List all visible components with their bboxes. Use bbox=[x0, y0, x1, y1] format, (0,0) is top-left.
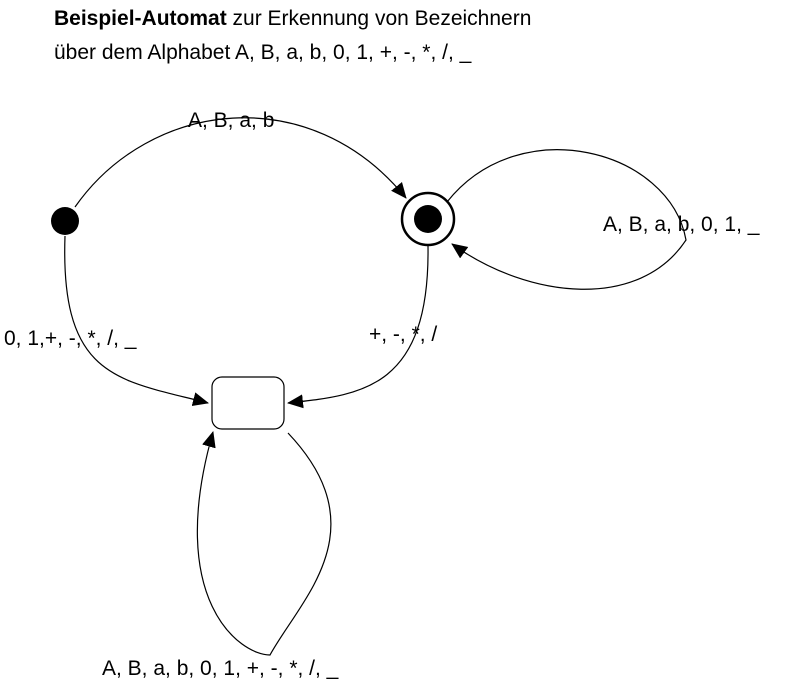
error-state bbox=[211, 376, 285, 430]
title-line-2: über dem Alphabet A, B, a, b, 0, 1, +, -… bbox=[54, 41, 472, 64]
label-start-to-error: 0, 1,+, -, *, /, _ bbox=[4, 327, 137, 350]
title-rest: zur Erkennung von Bezeichnern bbox=[226, 7, 532, 30]
edge-start-to-error bbox=[64, 235, 209, 406]
edge-start-to-accept bbox=[74, 117, 407, 208]
label-accept-to-error: +, -, *, / bbox=[369, 323, 437, 346]
edge-accept-self-loop bbox=[446, 149, 687, 290]
label-accept-self-loop: A, B, a, b, 0, 1, _ bbox=[603, 213, 760, 236]
label-start-to-accept: A, B, a, b bbox=[188, 109, 274, 132]
accept-state-outer-ring bbox=[400, 191, 456, 247]
title-line-1: Beispiel-Automat zur Erkennung von Bezei… bbox=[54, 6, 531, 32]
edge-accept-to-error bbox=[287, 245, 429, 409]
accept-state bbox=[414, 205, 442, 233]
label-error-self-loop: A, B, a, b, 0, 1, +, -, *, /, _ bbox=[102, 657, 339, 680]
start-state bbox=[51, 207, 79, 235]
title-bold: Beispiel-Automat bbox=[54, 7, 227, 30]
edge-error-self-loop bbox=[196, 431, 332, 656]
